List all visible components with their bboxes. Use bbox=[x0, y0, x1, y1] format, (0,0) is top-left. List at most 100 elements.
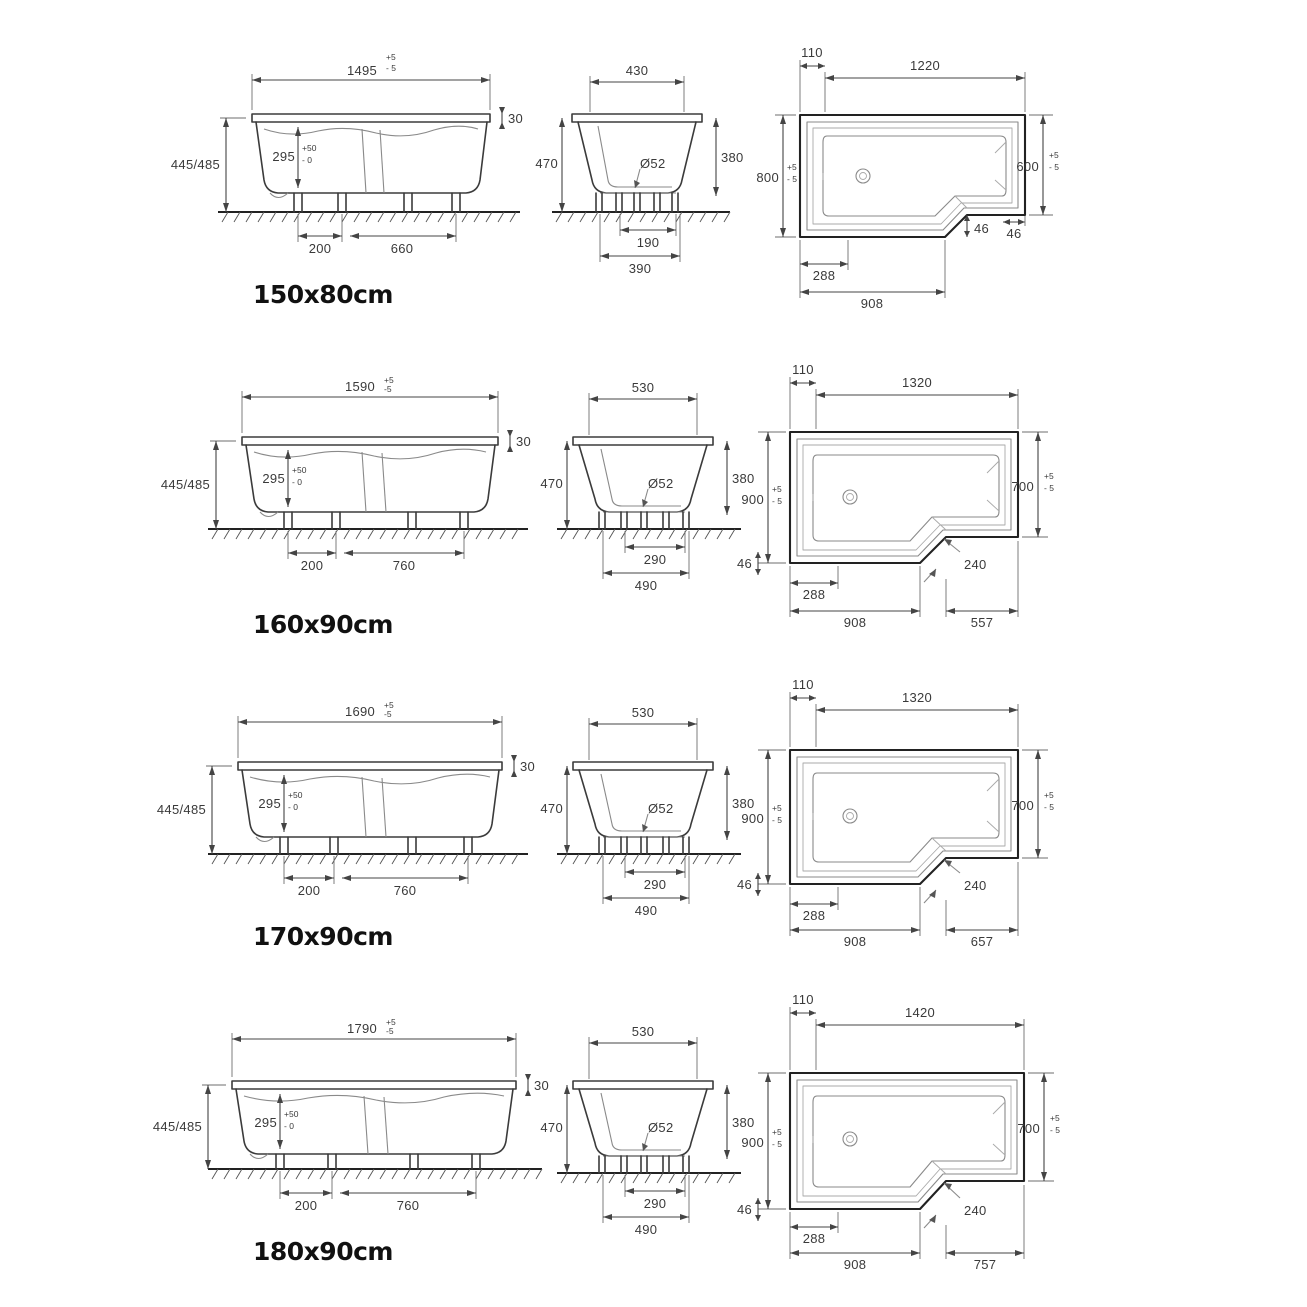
dim-height-overall: 445/485 bbox=[161, 477, 210, 492]
dim-chamfer-v: 46 bbox=[974, 221, 989, 236]
depth-tol-minus: - 0 bbox=[292, 477, 302, 487]
tol-plus: +5 bbox=[384, 375, 394, 385]
dim-rim: 30 bbox=[508, 111, 523, 126]
depth-tol-plus: +50 bbox=[284, 1109, 299, 1119]
drawing-row: 150x80cm bbox=[0, 0, 1307, 320]
tol-minus: -5 bbox=[384, 709, 392, 719]
drawing-row: 180x90cm bbox=[0, 955, 1307, 1275]
right-tol-plus: +5 bbox=[1049, 150, 1059, 160]
right-tol-plus: +5 bbox=[1044, 471, 1054, 481]
dim-right-width: 600 bbox=[1016, 159, 1039, 174]
dim-leg-2: 760 bbox=[394, 883, 417, 898]
depth-tol-minus: - 0 bbox=[302, 155, 312, 165]
dim-leg-2: 660 bbox=[391, 241, 414, 256]
dim-leg-inner: 290 bbox=[644, 877, 667, 892]
tol-minus: -5 bbox=[384, 384, 392, 394]
dim-foot-span: 908 bbox=[844, 615, 867, 630]
right-tol-plus: +5 bbox=[1044, 790, 1054, 800]
row-size-label: 150x80cm bbox=[253, 280, 393, 309]
dim-leg-outer: 490 bbox=[635, 903, 658, 918]
dim-end-height: 470 bbox=[540, 476, 563, 491]
left-tol-minus: - 5 bbox=[772, 1139, 782, 1149]
dim-height-overall: 445/485 bbox=[157, 802, 206, 817]
dim-leg-inner: 290 bbox=[644, 1196, 667, 1211]
dim-chamfer-h: 46 bbox=[1006, 226, 1021, 241]
dim-height-overall: 445/485 bbox=[171, 157, 220, 172]
right-tol-minus: - 5 bbox=[1044, 483, 1054, 493]
dim-leg-inner: 190 bbox=[637, 235, 660, 250]
left-tol-plus: +5 bbox=[772, 484, 782, 494]
dim-end-height: 470 bbox=[540, 1120, 563, 1135]
dim-end-upper: 380 bbox=[721, 150, 744, 165]
left-tol-plus: +5 bbox=[772, 803, 782, 813]
dim-leg-inner: 290 bbox=[644, 552, 667, 567]
side-elevation: 1790 +5 -5 30 445/485 295 +50 - 0 bbox=[153, 987, 555, 1237]
dim-top-length: 1220 bbox=[910, 58, 940, 73]
dim-depth: 295 bbox=[262, 471, 285, 486]
drain-label: Ø52 bbox=[648, 1120, 673, 1135]
dim-foot-span: 908 bbox=[844, 934, 867, 949]
dim-leg-1: 200 bbox=[309, 241, 332, 256]
end-elevation: Ø52 530 470 bbox=[540, 672, 760, 927]
drawing-row: 160x90cm bbox=[0, 325, 1307, 645]
dim-end-upper: 380 bbox=[732, 796, 755, 811]
dim-end-height: 470 bbox=[535, 156, 558, 171]
left-tol-plus: +5 bbox=[787, 162, 797, 172]
dim-leg-1: 200 bbox=[301, 558, 324, 573]
side-elevation: 1495 +5 - 5 30 445/485 295 +50 bbox=[171, 30, 530, 280]
depth-tol-minus: - 0 bbox=[284, 1121, 294, 1131]
dim-leg-outer: 390 bbox=[629, 261, 652, 276]
dim-chamfer-v: 46 bbox=[737, 1202, 752, 1217]
tol-minus: - 5 bbox=[386, 63, 396, 73]
dim-end-height: 470 bbox=[540, 801, 563, 816]
depth-tol-plus: +50 bbox=[292, 465, 307, 475]
dim-leg-outer: 490 bbox=[635, 578, 658, 593]
dim-rim: 30 bbox=[516, 434, 531, 449]
dim-leg-1: 200 bbox=[298, 883, 321, 898]
dim-foot-offset: 288 bbox=[803, 587, 826, 602]
dim-depth: 295 bbox=[254, 1115, 277, 1130]
plan-view: 110 1320 900 +5 - 5 700 +5 bbox=[728, 347, 1098, 642]
dim-left-width: 800 bbox=[756, 170, 779, 185]
dim-leg-2: 760 bbox=[397, 1198, 420, 1213]
dim-rim: 30 bbox=[520, 759, 535, 774]
drain-label: Ø52 bbox=[648, 476, 673, 491]
dim-foot-span: 908 bbox=[861, 296, 884, 311]
end-elevation: Ø52 430 470 bbox=[535, 30, 750, 285]
dim-left-width: 900 bbox=[741, 492, 764, 507]
dim-diagonal: 240 bbox=[964, 878, 987, 893]
dim-right-width: 700 bbox=[1011, 479, 1034, 494]
dim-offset-110: 110 bbox=[801, 45, 823, 60]
dim-foot-offset: 288 bbox=[803, 1231, 826, 1246]
left-tol-minus: - 5 bbox=[787, 174, 797, 184]
dim-foot-offset: 288 bbox=[803, 908, 826, 923]
dim-end-upper: 380 bbox=[732, 1115, 755, 1130]
dim-bottom-right: 757 bbox=[974, 1257, 997, 1272]
left-tol-minus: - 5 bbox=[772, 496, 782, 506]
drain-label: Ø52 bbox=[640, 156, 665, 171]
drawing-row: 170x90cm bbox=[0, 640, 1307, 960]
right-tol-plus: +5 bbox=[1050, 1113, 1060, 1123]
end-elevation: Ø52 530 470 bbox=[540, 347, 760, 602]
plan-view: 110 1420 900 +5 - 5 700 +5 bbox=[728, 975, 1098, 1280]
right-tol-minus: - 5 bbox=[1049, 162, 1059, 172]
tol-plus: +5 bbox=[386, 1017, 396, 1027]
drain-label: Ø52 bbox=[648, 801, 673, 816]
dim-top-width: 430 bbox=[626, 63, 649, 78]
dim-leg-2: 760 bbox=[393, 558, 416, 573]
plan-view: 110 1220 800 +5 - 5 bbox=[755, 30, 1095, 320]
dim-depth: 295 bbox=[272, 149, 295, 164]
dim-left-width: 900 bbox=[741, 1135, 764, 1150]
dim-top-width: 530 bbox=[632, 705, 655, 720]
dim-overall-length: 1690 bbox=[345, 704, 375, 719]
dim-diagonal: 240 bbox=[964, 557, 987, 572]
dim-top-width: 530 bbox=[632, 1024, 655, 1039]
dim-right-width: 700 bbox=[1011, 798, 1034, 813]
dim-leg-1: 200 bbox=[295, 1198, 318, 1213]
dim-overall-length: 1495 bbox=[347, 63, 377, 78]
end-elevation: Ø52 530 470 bbox=[540, 991, 760, 1246]
dim-offset-110: 110 bbox=[792, 992, 814, 1007]
dim-overall-length: 1790 bbox=[347, 1021, 377, 1036]
dim-chamfer-v: 46 bbox=[737, 556, 752, 571]
